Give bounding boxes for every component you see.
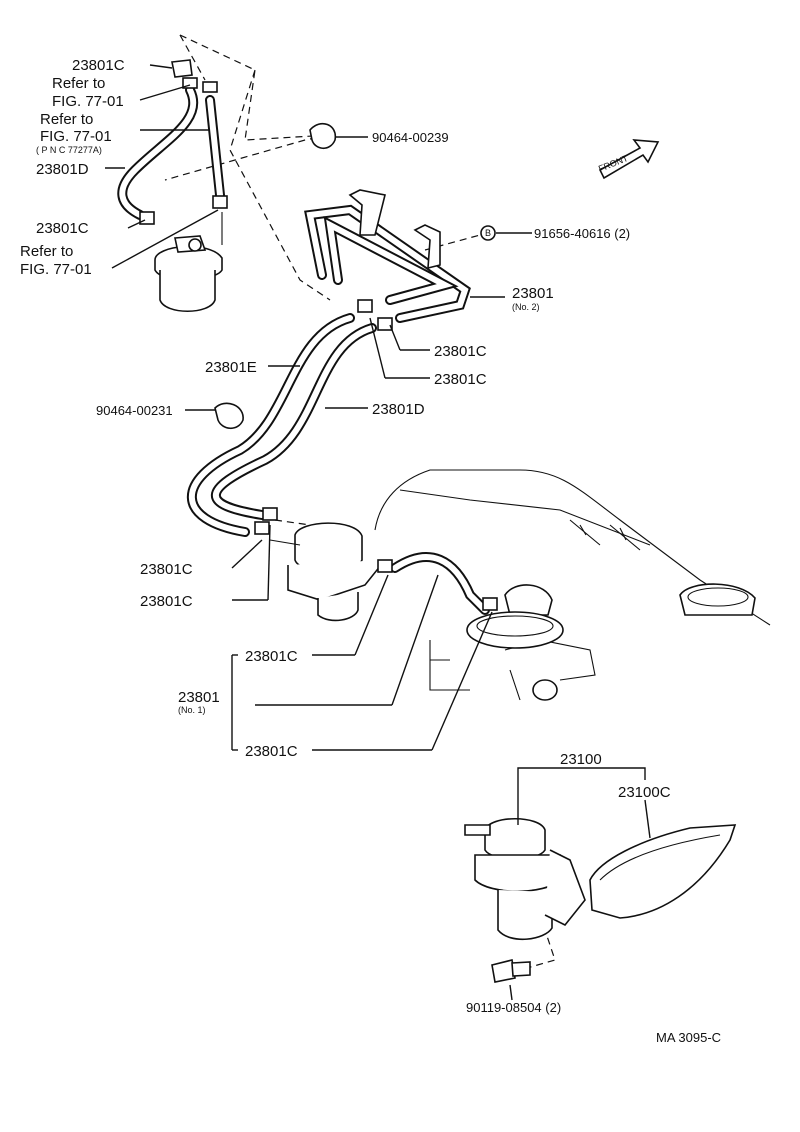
b-mark-circle	[480, 225, 496, 241]
fuel-filter	[269, 522, 386, 622]
label-23801c-left: 23801C	[36, 220, 89, 237]
long-hoses	[186, 313, 377, 537]
hose-clip-icon	[171, 59, 193, 78]
label-fig-77-01-1: FIG. 77-01	[52, 93, 124, 110]
hose-clip-icon	[482, 597, 498, 611]
label-23801d-mid: 23801D	[372, 401, 425, 418]
part-labels: 23801C Refer to FIG. 77-01 Refer to FIG.…	[20, 57, 721, 1045]
label-91656-40616: 91656-40616 (2)	[534, 226, 630, 241]
label-no2: (No. 2)	[512, 302, 540, 312]
pipe-bracket-icon	[413, 224, 441, 270]
hose-clip-icon	[212, 195, 228, 209]
pump-inlet-icon	[464, 824, 491, 836]
label-23801c-filter-1: 23801C	[140, 561, 193, 578]
hose-clip-icon	[182, 77, 198, 89]
label-23801e: 23801E	[205, 359, 257, 376]
label-refer-to-3: Refer to	[20, 243, 73, 260]
label-fig-77-01-2: FIG. 77-01	[40, 128, 112, 145]
leader-lines	[105, 64, 651, 1001]
label-23801-no1: 23801	[178, 689, 220, 706]
fuel-pipe-assembly	[304, 189, 471, 331]
hose-clip-icon	[202, 81, 218, 93]
label-refer-to-1: Refer to	[52, 75, 105, 92]
clip-icon	[214, 402, 244, 430]
hose-clip-icon	[139, 211, 155, 225]
clip-icon	[309, 122, 336, 150]
label-b-mark: B	[485, 228, 491, 238]
bolt-icon	[491, 959, 531, 983]
label-23801c-lower-2: 23801C	[245, 743, 298, 760]
label-90464-00239: 90464-00239	[372, 130, 449, 145]
hose-clip-icon	[262, 507, 278, 521]
label-90464-00231: 90464-00231	[96, 403, 173, 418]
label-23801c-pipe-1: 23801C	[434, 343, 487, 360]
hose-to-pump	[377, 552, 498, 615]
label-23801c-top: 23801C	[72, 57, 125, 74]
pump-cover	[589, 824, 737, 919]
fuel-pump	[464, 817, 586, 941]
sensor-plug-icon	[532, 679, 558, 701]
carburetor-middle	[466, 584, 564, 649]
label-pnc-77277a: ( P N C 77277A)	[36, 145, 102, 155]
hose-clip-icon	[377, 559, 393, 573]
label-23801-no2: 23801	[512, 285, 554, 302]
hose-clip-icon	[357, 299, 373, 313]
label-23801c-lower-1: 23801C	[245, 648, 298, 665]
engine-outline	[374, 469, 771, 701]
hose-clip-icon	[254, 521, 270, 535]
label-refer-to-2: Refer to	[40, 111, 93, 128]
label-23801c-filter-2: 23801C	[140, 593, 193, 610]
oil-cap-icon	[679, 583, 756, 616]
hose-clip-icon	[377, 317, 393, 331]
label-90119-08504: 90119-08504 (2)	[466, 1000, 561, 1015]
front-arrow-icon	[598, 139, 660, 180]
carburetor-top-left	[154, 235, 223, 312]
label-fig-77-01-3: FIG. 77-01	[20, 261, 92, 278]
label-23100c: 23100C	[618, 784, 671, 801]
label-23100: 23100	[560, 751, 602, 768]
label-no1: (No. 1)	[178, 705, 206, 715]
pipe-bracket-icon	[348, 189, 386, 236]
label-figure-code: MA 3095-C	[656, 1030, 721, 1045]
hoses-top-left	[117, 59, 228, 245]
label-23801d-top: 23801D	[36, 161, 89, 178]
label-23801c-pipe-2: 23801C	[434, 371, 487, 388]
